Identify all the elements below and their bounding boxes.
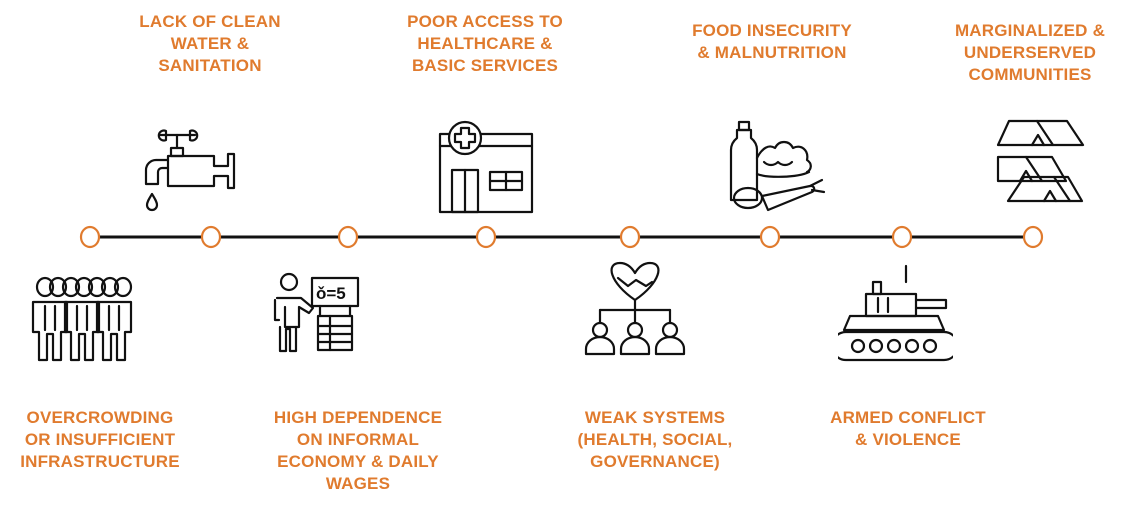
label-lack-water: LACK OF CLEAN WATER & SANITATION [139, 12, 281, 75]
timeline-node-5 [619, 225, 641, 249]
timeline-node-3 [337, 225, 359, 249]
teacher-board-icon: ǒ=5 [272, 268, 367, 358]
timeline-node-8 [1022, 225, 1044, 249]
food-basket-icon [724, 118, 829, 213]
faucet-icon [140, 120, 240, 215]
timeline-node-4 [475, 225, 497, 249]
label-poor-access: POOR ACCESS TO HEALTHCARE & BASIC SERVIC… [407, 12, 563, 75]
timeline-node-7 [891, 225, 913, 249]
label-marginalized: MARGINALIZED & UNDERSERVED COMMUNITIES [954, 21, 1106, 84]
label-informal-economy: HIGH DEPENDENCE ON INFORMAL ECONOMY & DA… [273, 408, 443, 493]
label-overcrowding: OVERCROWDING OR INSUFFICIENT INFRASTRUCT… [20, 408, 180, 471]
label-food-insecurity: FOOD INSECURITY & MALNUTRITION [692, 21, 852, 62]
label-armed-conflict: ARMED CONFLICT & VIOLENCE [830, 408, 986, 449]
timeline-node-1 [79, 225, 101, 249]
board-text: ǒ=5 [316, 284, 346, 303]
tents-icon [994, 117, 1089, 205]
tank-icon [838, 262, 953, 372]
label-weak-systems: WEAK SYSTEMS (HEALTH, SOCIAL, GOVERNANCE… [577, 408, 733, 471]
timeline-node-2 [200, 225, 222, 249]
handshake-network-icon [580, 258, 690, 363]
crowd-icon [25, 270, 140, 365]
timeline-node-6 [759, 225, 781, 249]
hospital-icon [435, 118, 540, 218]
